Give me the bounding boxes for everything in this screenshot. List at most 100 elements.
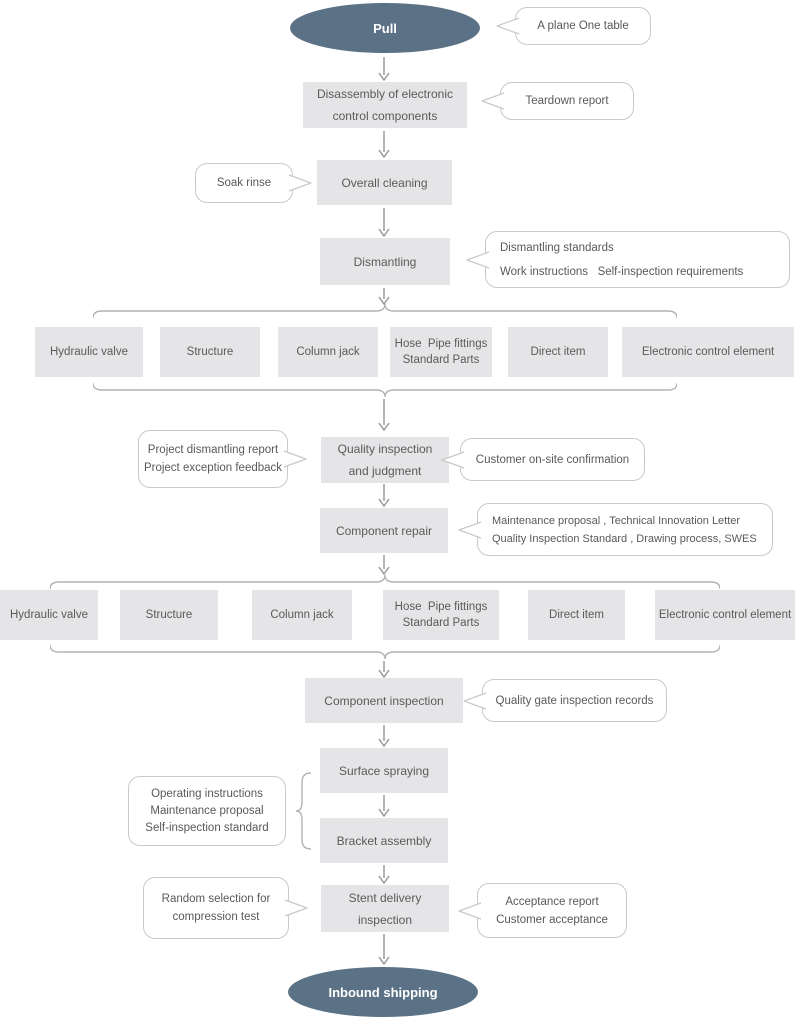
callout-tail-right-icon <box>284 899 308 917</box>
callout-tail-left-icon <box>463 691 487 710</box>
start-node-label: Pull <box>373 20 397 36</box>
step-disassembly-line1: Disassembly of electronic <box>316 87 454 101</box>
callout-tail-left-icon <box>458 520 482 539</box>
callout-soak-rinse: Soak rinse <box>195 163 312 203</box>
branch-label: Electronic control element <box>658 609 792 621</box>
callout-dismantling-standards-line2: Work instructions Self-inspection requir… <box>500 265 744 278</box>
step-surface-spraying: Surface spraying <box>320 748 448 793</box>
note-assembly-docs: Operating instructions Maintenance propo… <box>128 776 286 846</box>
callout-quality-gate: Quality gate inspection records <box>463 679 667 722</box>
flow-arrow <box>378 484 390 507</box>
flow-arrow <box>378 934 390 965</box>
callout-plane-table-text: A plane One table <box>537 20 629 32</box>
brace-connector <box>50 644 720 660</box>
step-component-repair: Component repair <box>320 508 448 553</box>
curly-brace-icon <box>295 772 312 850</box>
step-stent-delivery-line1: Stent delivery <box>348 890 422 905</box>
branch2-column-jack: Column jack <box>252 590 352 640</box>
step-stent-delivery-line2: inspection <box>357 912 413 927</box>
branch1-hose-fittings: Hose Pipe fittings Standard Parts <box>390 327 492 377</box>
step-dismantling-label: Dismantling <box>353 254 417 269</box>
branch-label: Standard Parts <box>402 354 480 366</box>
callout-tail-left-icon <box>441 450 465 469</box>
callout-acceptance-line1: Acceptance report <box>505 895 599 908</box>
flow-arrow <box>378 725 390 747</box>
branch-label: Column jack <box>296 346 360 358</box>
callout-dismantling-standards-line1: Dismantling standards <box>500 241 614 254</box>
callout-acceptance-line2: Customer acceptance <box>496 913 608 926</box>
step-component-inspection-label: Component inspection <box>324 693 444 708</box>
branch1-column-jack: Column jack <box>278 327 378 377</box>
branch1-hydraulic-valve: Hydraulic valve <box>35 327 143 377</box>
flow-arrow <box>378 57 390 81</box>
branch2-hydraulic-valve: Hydraulic valve <box>0 590 98 640</box>
callout-teardown-report-text: Teardown report <box>525 95 609 107</box>
branch2-direct-item: Direct item <box>528 590 625 640</box>
branch-label: Electronic control element <box>641 346 775 358</box>
flow-arrow <box>378 288 390 305</box>
brace-connector <box>93 382 677 398</box>
callout-dismantling-standards: Dismantling standards Work instructions … <box>466 231 790 288</box>
step-quality-inspection-line1: Quality inspection <box>337 442 433 456</box>
callout-tail-right-icon <box>283 450 307 468</box>
callout-soak-rinse-text: Soak rinse <box>216 177 272 189</box>
callout-tail-left-icon <box>458 901 482 920</box>
callout-random-selection-line2: compression test <box>172 911 260 923</box>
step-disassembly-line2: control components <box>332 109 438 123</box>
note-assembly-docs-line2: Maintenance proposal <box>150 804 264 817</box>
branch-label: Structure <box>145 609 193 621</box>
callout-tail-left-icon <box>496 17 520 35</box>
flow-arrow <box>378 555 390 575</box>
note-assembly-docs-line3: Self-inspection standard <box>145 821 269 834</box>
callout-project-feedback-line1: Project dismantling report <box>147 444 279 456</box>
step-surface-spraying-label: Surface spraying <box>338 763 430 778</box>
branch-label: Hydraulic valve <box>10 609 88 621</box>
branch1-direct-item: Direct item <box>508 327 608 377</box>
branch-label: Hose Pipe fittings <box>394 338 488 350</box>
step-stent-delivery: Stent delivery inspection <box>321 885 449 932</box>
callout-repair-docs-line1: Maintenance proposal , Technical Innovat… <box>492 514 741 527</box>
step-disassembly: Disassembly of electronic control compon… <box>303 82 467 128</box>
end-node-inbound-shipping: Inbound shipping <box>288 967 478 1017</box>
callout-random-selection-line1: Random selection for <box>161 893 271 905</box>
callout-plane-table: A plane One table <box>496 7 651 45</box>
branch1-electronic-control: Electronic control element <box>622 327 794 377</box>
step-component-repair-label: Component repair <box>335 523 433 538</box>
callout-project-feedback: Project dismantling report Project excep… <box>138 430 307 488</box>
end-node-label: Inbound shipping <box>328 984 438 1000</box>
flow-arrow <box>378 661 390 678</box>
branch-label: Direct item <box>530 346 586 358</box>
flow-arrow <box>378 399 390 431</box>
brace-connector <box>50 574 720 590</box>
callout-repair-docs: Maintenance proposal , Technical Innovat… <box>458 503 773 556</box>
step-dismantling: Dismantling <box>320 238 450 285</box>
branch-label: Standard Parts <box>402 617 480 629</box>
flow-arrow <box>378 131 390 158</box>
note-assembly-docs-line1: Operating instructions <box>151 787 263 800</box>
step-bracket-assembly: Bracket assembly <box>320 818 448 863</box>
branch1-structure: Structure <box>160 327 260 377</box>
flow-arrow <box>378 795 390 817</box>
callout-tail-left-icon <box>466 250 490 269</box>
step-quality-inspection: Quality inspection and judgment <box>321 437 449 483</box>
branch-label: Structure <box>186 346 234 358</box>
step-bracket-assembly-label: Bracket assembly <box>336 833 432 848</box>
callout-acceptance: Acceptance report Customer acceptance <box>458 883 627 938</box>
step-overall-cleaning: Overall cleaning <box>317 160 452 205</box>
callout-tail-right-icon <box>288 174 312 192</box>
callout-project-feedback-line2: Project exception feedback <box>143 462 283 474</box>
callout-quality-gate-text: Quality gate inspection records <box>495 694 654 707</box>
callout-repair-docs-line2: Quality Inspection Standard , Drawing pr… <box>492 532 757 545</box>
step-quality-inspection-line2: and judgment <box>348 464 422 478</box>
step-overall-cleaning-label: Overall cleaning <box>341 175 428 190</box>
brace-connector <box>93 303 677 319</box>
branch2-electronic-control: Electronic control element <box>655 590 795 640</box>
callout-teardown-report: Teardown report <box>481 82 634 120</box>
step-component-inspection: Component inspection <box>305 678 463 723</box>
flow-arrow <box>378 208 390 237</box>
callout-tail-left-icon <box>481 92 505 110</box>
branch-label: Column jack <box>270 609 334 621</box>
callout-customer-onsite: Customer on-site confirmation <box>441 438 645 481</box>
branch-label: Direct item <box>549 609 604 621</box>
